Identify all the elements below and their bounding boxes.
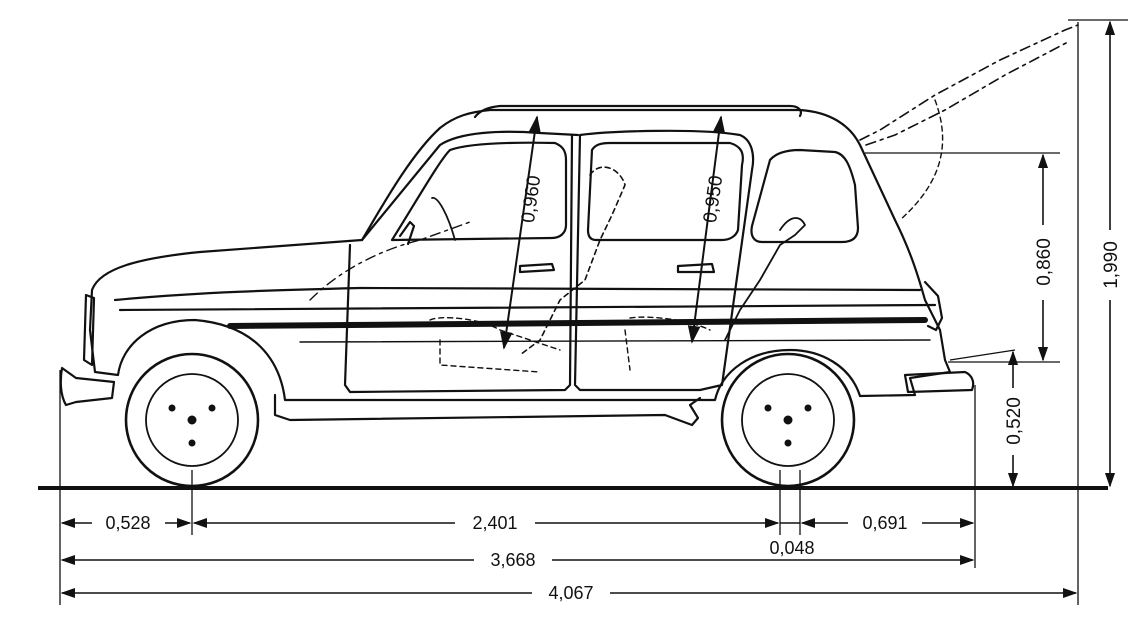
open-tailgate-ghost xyxy=(859,24,1079,146)
tail-light xyxy=(923,280,944,332)
window-front xyxy=(390,141,568,242)
label-length-closed: 3,668 xyxy=(490,550,535,570)
label-opening-height: 0,860 xyxy=(1034,238,1055,286)
rear-headroom-line xyxy=(687,115,726,344)
window-rear-door xyxy=(586,141,744,242)
side-strip xyxy=(227,317,928,329)
window-rear-quarter xyxy=(750,148,860,244)
label-wheelbase: 2,401 xyxy=(472,513,517,533)
horizontal-dimensions xyxy=(60,517,1078,599)
roof-rail xyxy=(473,104,802,119)
dimension-labels: 0,528 2,401 0,048 0,691 3,668 4,067 1,99… xyxy=(105,174,1122,603)
side-mirror xyxy=(398,220,416,246)
rocker-line xyxy=(299,339,931,343)
rear-bumper xyxy=(903,370,975,394)
door-front-outline xyxy=(343,133,574,394)
front-wheel xyxy=(124,352,260,488)
front-seat-ghost xyxy=(519,166,626,356)
front-bumper xyxy=(59,366,116,407)
tailgate-swing-ghost xyxy=(899,99,944,221)
vertical-dimensions xyxy=(500,20,1116,488)
label-sill-height: 0,520 xyxy=(1004,397,1025,445)
label-front-overhang: 0,528 xyxy=(105,513,150,533)
belt-line-upper xyxy=(113,286,922,302)
label-front-headroom: 0,960 xyxy=(518,174,545,224)
label-total-height: 1,990 xyxy=(1101,241,1122,289)
door-handle-front xyxy=(518,262,556,274)
door-handle-rear xyxy=(676,262,716,274)
body-ghost-a xyxy=(309,221,471,301)
rear-seat-ghost xyxy=(724,217,806,341)
label-rear-headroom: 0,950 xyxy=(700,174,727,224)
steering-wheel xyxy=(431,197,456,241)
body-outline xyxy=(88,108,952,402)
door-rear-outline xyxy=(573,129,755,392)
car-silhouette xyxy=(59,24,1079,427)
beltline-lower xyxy=(118,303,937,312)
front-grille xyxy=(82,293,96,367)
extension-lines xyxy=(59,19,1128,605)
label-track-offset: 0,048 xyxy=(769,538,814,558)
rear-wheel xyxy=(720,352,856,488)
label-rear-overhang: 0,691 xyxy=(862,513,907,533)
interior-ghost xyxy=(429,316,711,373)
label-length-open: 4,067 xyxy=(548,583,593,603)
front-headroom-line xyxy=(500,115,541,350)
sill xyxy=(273,393,702,427)
